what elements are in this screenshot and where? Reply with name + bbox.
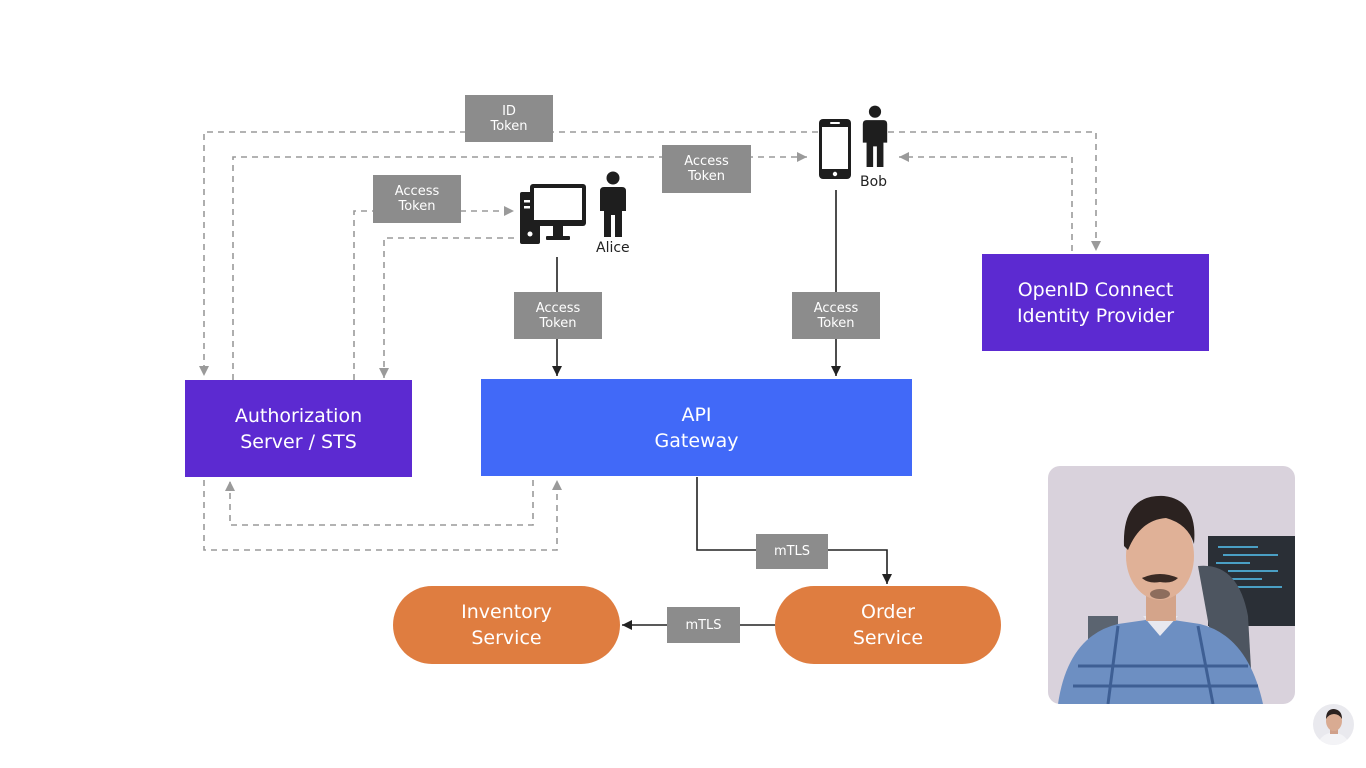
access-token-tag-label: Access Token <box>394 184 440 214</box>
authorization-server-label: Authorization Server / STS <box>234 404 363 453</box>
dashed-line-gateway-to-auth <box>225 480 534 526</box>
access-token-tag-bob-top: Access Token <box>662 145 751 193</box>
presenter-video <box>1048 466 1295 704</box>
dashed-line-auth-to-gateway <box>203 480 562 551</box>
dashed-line-alice-to-auth <box>379 237 514 378</box>
channel-avatar[interactable] <box>1313 704 1354 745</box>
openid-connect-provider-node: OpenID Connect Identity Provider <box>982 254 1209 351</box>
access-token-tag-label: Access Token <box>684 154 729 184</box>
mtls-tag-label: mTLS <box>685 617 722 633</box>
access-token-tag-label: Access Token <box>813 300 859 331</box>
mtls-tag-order-inventory: mTLS <box>667 607 740 643</box>
openid-connect-provider-label: OpenID Connect Identity Provider <box>1016 278 1175 327</box>
dashed-line-oidc-to-bob <box>899 152 1073 251</box>
dashed-line-access-token-bob <box>232 152 807 380</box>
authorization-server-node: Authorization Server / STS <box>185 380 412 477</box>
api-gateway-label: API Gateway <box>654 403 739 452</box>
inventory-service-node: Inventory Service <box>393 586 620 664</box>
desktop-computer-icon <box>520 184 586 244</box>
dashed-line-bob-to-oidc <box>888 131 1101 251</box>
api-gateway-node: API Gateway <box>481 379 912 476</box>
access-token-tag-alice-top: Access Token <box>373 175 461 223</box>
person-icon <box>600 171 626 237</box>
mtls-tag-gateway-order: mTLS <box>756 534 828 569</box>
mtls-tag-label: mTLS <box>773 544 811 559</box>
alice-label: Alice <box>596 240 630 256</box>
access-token-tag-bob-gateway: Access Token <box>792 292 880 339</box>
inventory-service-label: Inventory Service <box>461 601 552 649</box>
order-service-node: Order Service <box>775 586 1001 664</box>
person-icon <box>862 105 888 167</box>
access-token-tag-alice-gateway: Access Token <box>514 292 602 339</box>
smartphone-icon <box>819 119 851 179</box>
access-token-tag-label: Access Token <box>535 300 581 331</box>
bob-label: Bob <box>860 174 888 190</box>
id-token-tag: ID Token <box>465 95 553 142</box>
id-token-tag-label: ID Token <box>490 103 528 134</box>
dashed-line-access-token-alice <box>353 206 514 380</box>
order-service-label: Order Service <box>852 601 924 649</box>
